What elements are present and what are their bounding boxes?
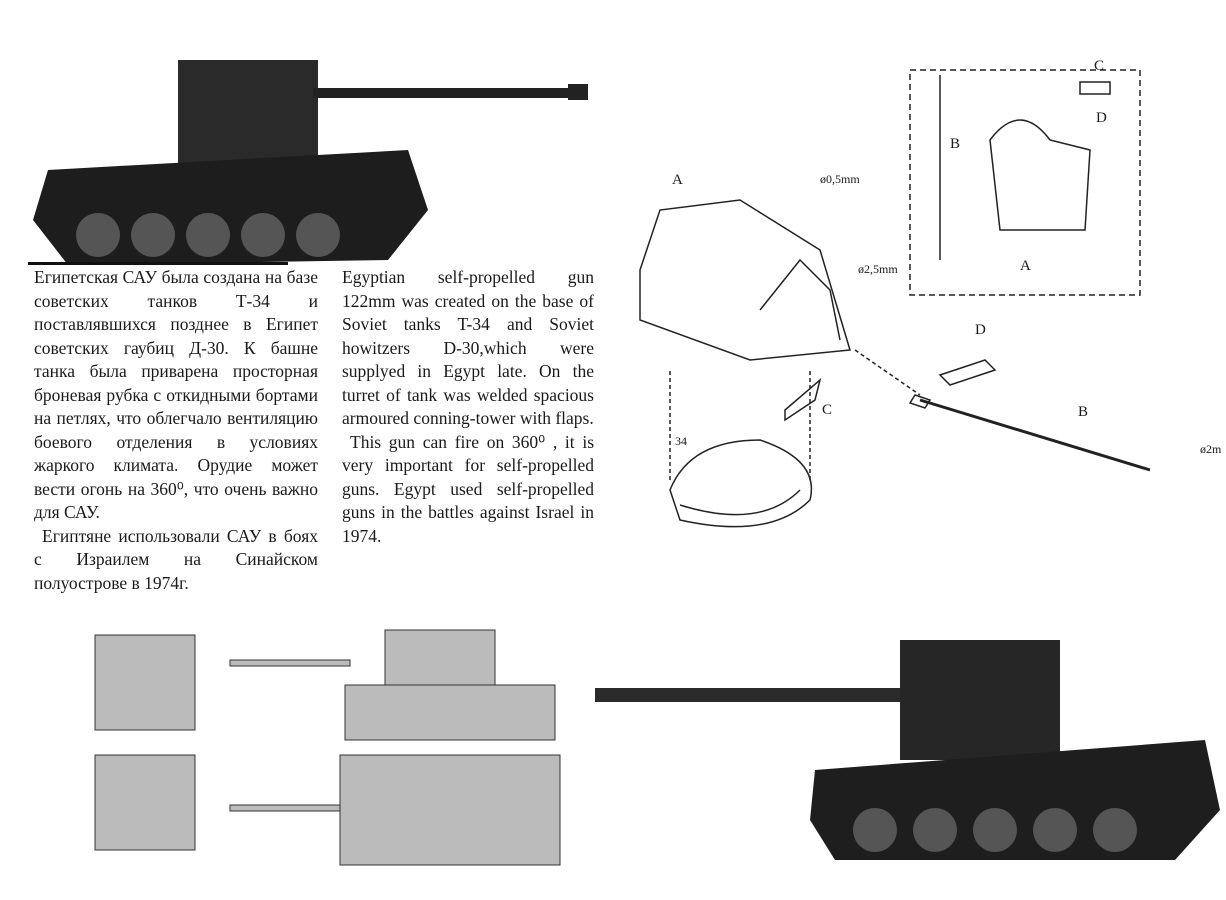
russian-paragraph-2: Египтяне использовали САУ в боях с Израи… <box>34 525 318 593</box>
label-b-inset: B <box>950 136 961 152</box>
label-c-main: C <box>822 402 833 418</box>
label-b-main: B <box>1078 404 1089 420</box>
tank-photo-bottom <box>595 640 1220 860</box>
tank-photo-top <box>28 60 588 265</box>
label-d-main: D <box>975 322 986 338</box>
english-paragraph-2: This gun can fire on 360⁰ , it is very i… <box>342 431 594 546</box>
label-a-top: A <box>672 172 683 188</box>
label-ring: 34 <box>675 434 687 448</box>
label-dim-05: ø0,5mm <box>820 172 860 186</box>
turret-exploded-diagram <box>639 69 1151 528</box>
label-d-inset: D <box>1096 110 1107 126</box>
russian-paragraph-1: Египетская САУ была создана на базе сове… <box>34 267 318 522</box>
label-c-inset: C <box>1094 58 1105 74</box>
english-paragraph-1: Egyptian self-propelled gun 122mm was cr… <box>342 267 594 428</box>
label-dim-25: ø2,5mm <box>858 262 898 276</box>
english-text-column: Egyptian self-propelled gun 122mm was cr… <box>342 266 594 548</box>
label-a-inset: A <box>1020 258 1031 274</box>
label-dim-2: ø2m <box>1200 442 1222 456</box>
russian-text-column: Египетская САУ была создана на базе сове… <box>34 266 318 595</box>
tank-drawings-orthographic <box>94 629 561 866</box>
